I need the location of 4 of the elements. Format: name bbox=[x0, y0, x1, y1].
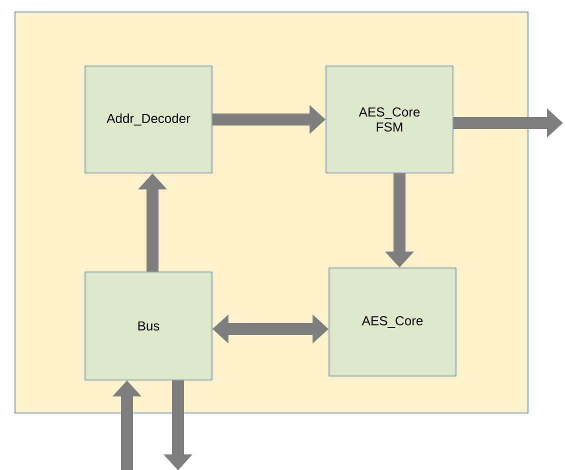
process-box: Addr_Decoder bbox=[84, 66, 212, 174]
process-box: Bus bbox=[84, 272, 212, 380]
process-box: AES_Core FSM bbox=[326, 66, 454, 174]
process-box: AES_Core bbox=[328, 268, 456, 376]
